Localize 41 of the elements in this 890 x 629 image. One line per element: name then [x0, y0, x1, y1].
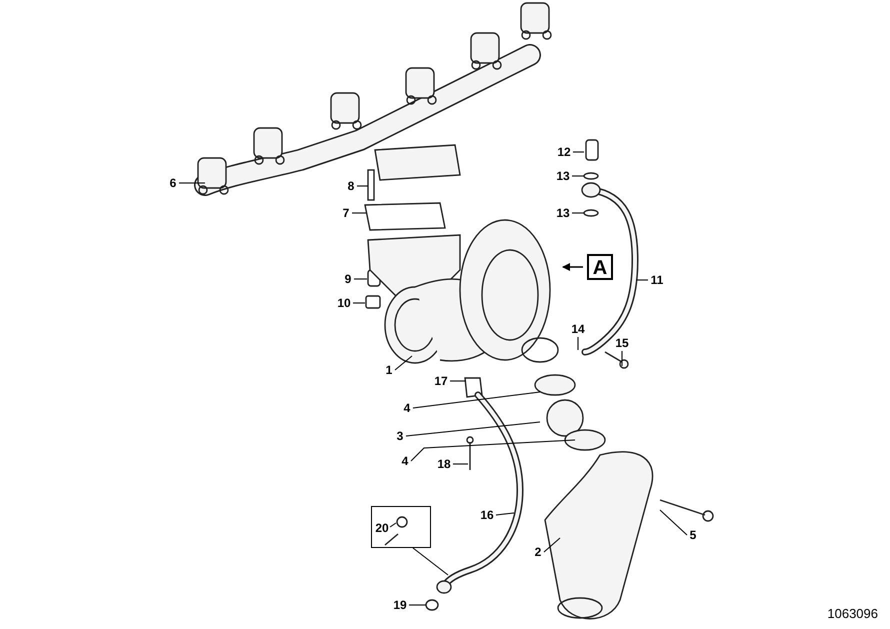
callout-number: 20: [374, 521, 390, 535]
callout-number: 5: [688, 528, 698, 542]
leader-line: [572, 212, 584, 214]
leader-line: [390, 522, 396, 528]
callout-number: 4: [400, 454, 410, 468]
leader-line: [544, 538, 560, 552]
leader-line: [450, 380, 466, 382]
leader-line: [412, 392, 540, 408]
callout-number: 18: [436, 457, 452, 471]
callout-number: 16: [479, 508, 495, 522]
leader-line: [354, 278, 368, 280]
callout-number: 4: [402, 401, 412, 415]
callout-number: 2: [533, 545, 543, 559]
callout-number: 17: [433, 374, 449, 388]
callout-number: 11: [649, 273, 665, 287]
callout-number: 13: [555, 169, 571, 183]
detail-box: [371, 506, 431, 548]
callout-number: 6: [168, 176, 178, 190]
leader-line: [408, 604, 426, 606]
callout-number: 19: [392, 598, 408, 612]
callout-number: 7: [341, 206, 351, 220]
callout-number: 10: [336, 296, 352, 310]
callout-number: 12: [556, 145, 572, 159]
leader-line: [410, 440, 576, 462]
leader-line: [496, 512, 514, 516]
view-marker-box: A: [587, 254, 613, 280]
callout-number: 15: [614, 336, 630, 350]
callout-number: 14: [570, 322, 586, 336]
leader-line: [352, 212, 366, 214]
callout-number: 13: [555, 206, 571, 220]
callout-number: 1: [384, 363, 394, 377]
callout-number: 3: [395, 429, 405, 443]
leader-line: [660, 510, 688, 536]
callout-number: 9: [343, 272, 353, 286]
leader-line: [178, 182, 206, 184]
leader-line: [394, 356, 412, 370]
leader-line: [406, 422, 540, 436]
part-number: 1063096: [827, 606, 878, 621]
leader-line: [412, 548, 448, 576]
leader-line: [352, 302, 366, 304]
callout-number: 8: [346, 179, 356, 193]
